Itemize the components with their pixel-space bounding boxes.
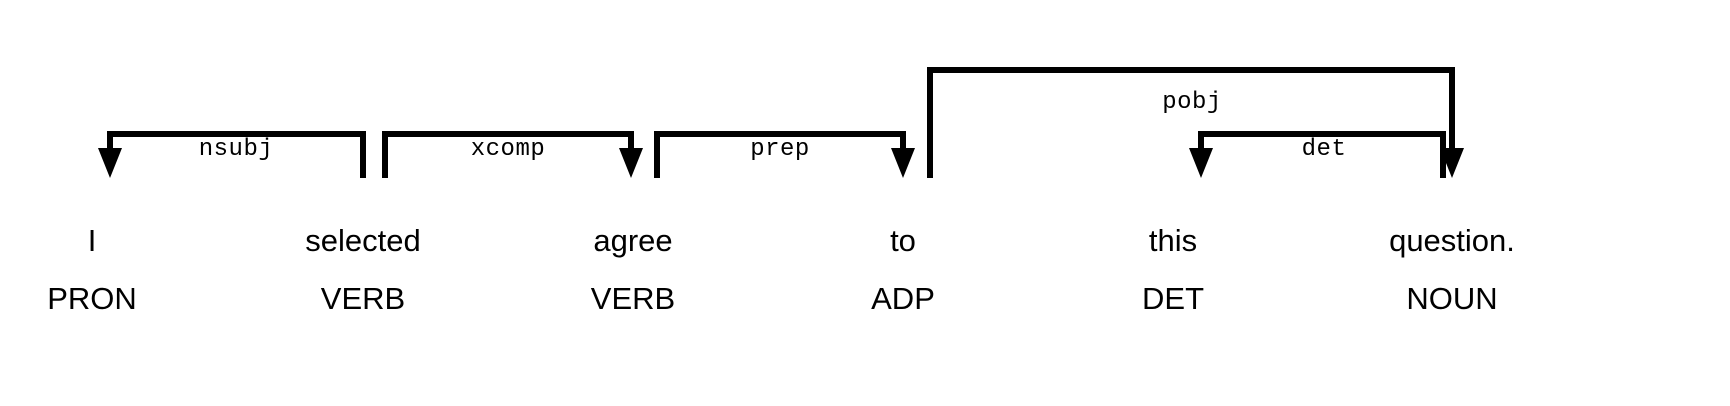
arc-label: det xyxy=(1302,136,1347,163)
tokens-layer: IPRONselectedVERBagreeVERBtoADPthisDETqu… xyxy=(47,223,1515,316)
arc-label: prep xyxy=(750,136,810,163)
arc-prep[interactable]: prep xyxy=(654,131,915,178)
token-word: to xyxy=(890,223,916,258)
arc-label: pobj xyxy=(1162,89,1222,116)
arrowhead-icon xyxy=(98,148,122,178)
arc-line xyxy=(927,67,1455,178)
arrowhead-icon xyxy=(619,148,643,178)
token-word: agree xyxy=(593,223,672,258)
token-pos-tag: DET xyxy=(1142,281,1204,316)
arc-line xyxy=(107,131,366,178)
arc-det[interactable]: det xyxy=(1189,131,1446,178)
arc-nsubj[interactable]: nsubj xyxy=(98,131,366,178)
arc-line xyxy=(654,131,906,178)
token-pos-tag: VERB xyxy=(591,281,675,316)
token-question[interactable]: question. NOUN xyxy=(1389,223,1515,316)
arc-line xyxy=(382,131,634,178)
token-word: this xyxy=(1149,223,1197,258)
arrowhead-icon xyxy=(891,148,915,178)
token-i[interactable]: I PRON xyxy=(47,223,137,316)
arrowhead-icon xyxy=(1189,148,1213,178)
arcs-layer: nsubj xcomp prep pobj det xyxy=(98,67,1464,178)
arc-label: xcomp xyxy=(471,136,546,163)
token-pos-tag: NOUN xyxy=(1406,281,1497,316)
token-pos-tag: VERB xyxy=(321,281,405,316)
arc-line xyxy=(1198,131,1446,178)
arc-xcomp[interactable]: xcomp xyxy=(382,131,643,178)
token-word: I xyxy=(88,223,97,258)
token-pos-tag: PRON xyxy=(47,281,137,316)
token-word: question. xyxy=(1389,223,1515,258)
token-pos-tag: ADP xyxy=(871,281,935,316)
token-word: selected xyxy=(305,223,420,258)
arc-label: nsubj xyxy=(199,136,274,163)
